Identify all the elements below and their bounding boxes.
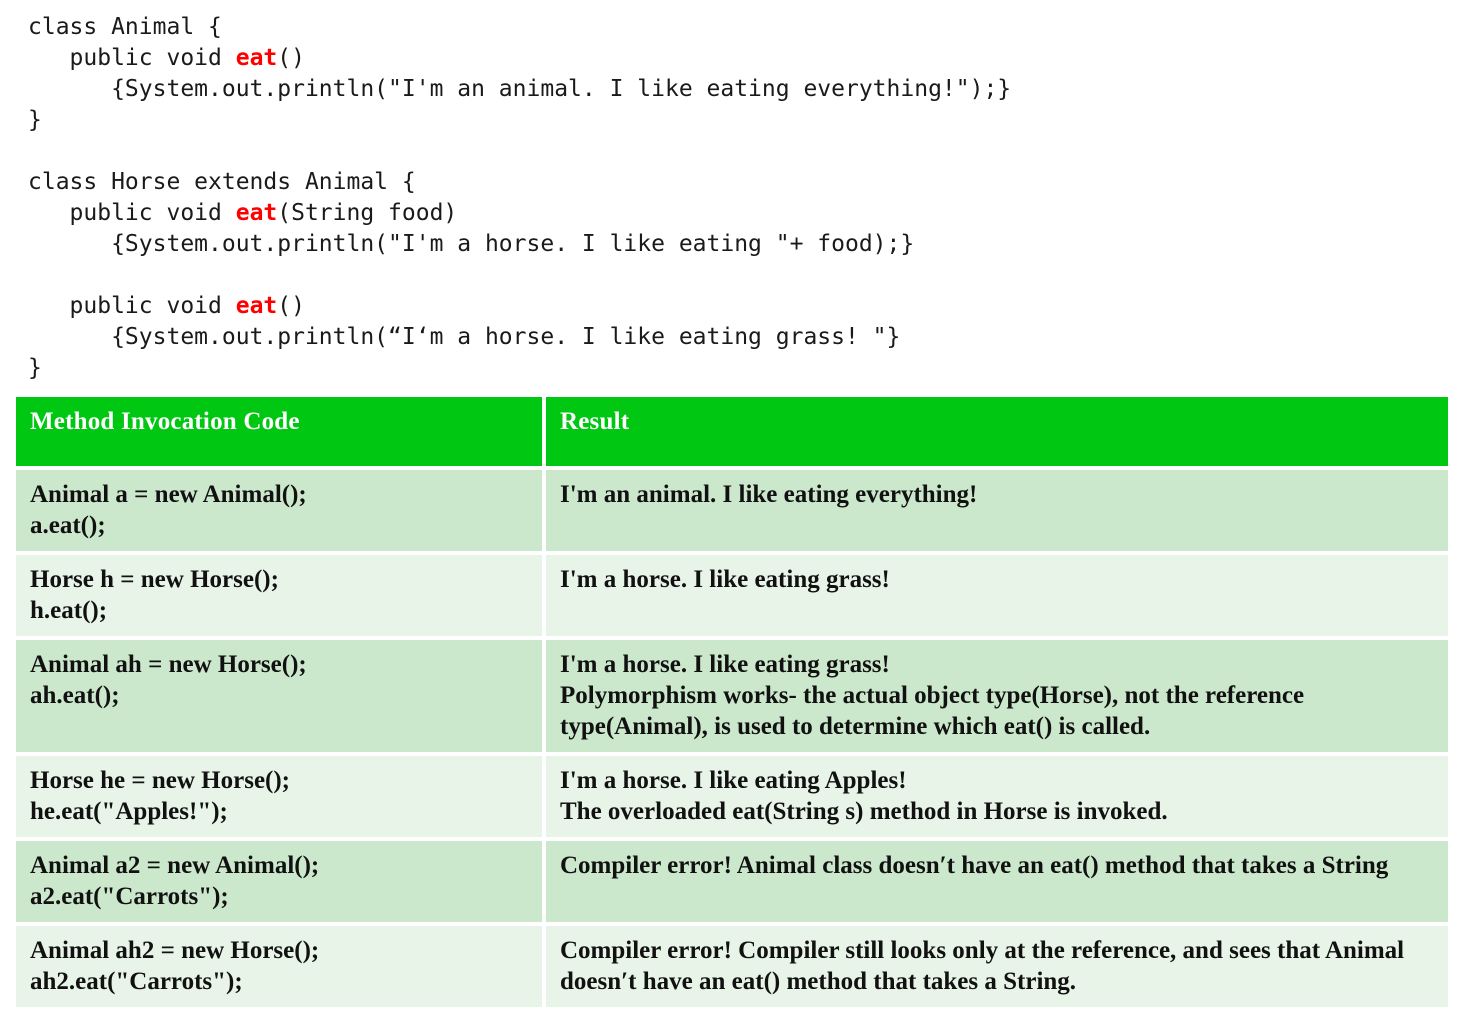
- cell-method-invocation-code: Animal ah = new Horse(); ah.eat();: [16, 640, 542, 752]
- code-cell-line: Horse he = new Horse();: [30, 767, 291, 794]
- result-cell-line: I'm a horse. I like eating Apples!: [560, 767, 907, 794]
- code-text: class Horse extends Animal {: [28, 169, 416, 195]
- code-line: {System.out.println("I'm a horse. I like…: [28, 229, 1479, 260]
- table-row: Animal ah = new Horse(); ah.eat(); I'm a h…: [16, 640, 1448, 752]
- code-line: public void eat(): [28, 291, 1479, 322]
- code-text: public void: [28, 45, 236, 71]
- result-cell-line: Compiler error! Animal class doesn′t hav…: [560, 852, 1389, 879]
- cell-result: Compiler error! Animal class doesn′t hav…: [546, 841, 1448, 922]
- code-text: public void: [28, 293, 236, 319]
- code-cell-line: Animal a2 = new Animal();: [30, 852, 320, 879]
- cell-result: I'm a horse. I like eating grass!: [546, 555, 1448, 636]
- code-line: public void eat(String food): [28, 198, 1479, 229]
- code-cell-line: ah.eat();: [30, 682, 120, 709]
- table-header-row: Method Invocation Code Result: [16, 397, 1448, 466]
- code-cell-line: ah2.eat("Carrots");: [30, 968, 243, 995]
- code-blank-line: [28, 136, 1479, 167]
- code-text: public void: [28, 200, 236, 226]
- code-text: (String food): [277, 200, 458, 226]
- code-cell-line: a2.eat("Carrots");: [30, 883, 229, 910]
- table-row: Horse he = new Horse(); he.eat("Apples!")…: [16, 756, 1448, 837]
- code-line: }: [28, 353, 1479, 384]
- code-text: (): [277, 293, 305, 319]
- code-text: }: [28, 355, 42, 381]
- java-code-block: class Animal { public void eat() {System…: [0, 0, 1479, 384]
- cell-result: I'm a horse. I like eating grass! Polymor…: [546, 640, 1448, 752]
- code-text: {System.out.println(“I‘m a horse. I like…: [28, 324, 901, 350]
- code-keyword-eat: eat: [235, 293, 278, 319]
- code-line: {System.out.println(“I‘m a horse. I like…: [28, 322, 1479, 353]
- result-cell-line: Compiler error! Compiler still looks onl…: [560, 937, 1411, 995]
- cell-method-invocation-code: Horse h = new Horse(); h.eat();: [16, 555, 542, 636]
- code-line: }: [28, 105, 1479, 136]
- cell-result: I'm a horse. I like eating Apples! The ov…: [546, 756, 1448, 837]
- table-header: Method Invocation Code Result: [16, 397, 1448, 466]
- table-row: Horse h = new Horse(); h.eat(); I'm a hors…: [16, 555, 1448, 636]
- table-row: Animal a = new Animal(); a.eat(); I'm an a…: [16, 470, 1448, 551]
- result-cell-line: I'm a horse. I like eating grass!: [560, 566, 890, 593]
- table-body: Animal a = new Animal(); a.eat(); I'm an a…: [16, 470, 1448, 1007]
- code-text: (): [277, 45, 305, 71]
- code-text: {System.out.println("I'm an animal. I li…: [28, 76, 1012, 102]
- method-invocation-table: Method Invocation Code Result Animal a =…: [12, 393, 1452, 1011]
- code-cell-line: h.eat();: [30, 597, 108, 624]
- cell-method-invocation-code: Animal a = new Animal(); a.eat();: [16, 470, 542, 551]
- code-cell-line: Animal ah2 = new Horse();: [30, 937, 320, 964]
- cell-method-invocation-code: Animal a2 = new Animal(); a2.eat("Carrots…: [16, 841, 542, 922]
- code-line: class Horse extends Animal {: [28, 167, 1479, 198]
- code-cell-line: Animal ah = new Horse();: [30, 651, 307, 678]
- result-cell-line: I'm an animal. I like eating everything!: [560, 481, 978, 508]
- code-text: {System.out.println("I'm a horse. I like…: [28, 231, 915, 257]
- code-cell-line: he.eat("Apples!");: [30, 798, 228, 825]
- code-line: public void eat(): [28, 43, 1479, 74]
- table-row: Animal a2 = new Animal(); a2.eat("Carrots…: [16, 841, 1448, 922]
- result-cell-line: Polymorphism works- the actual object ty…: [560, 682, 1311, 740]
- code-blank-line: [28, 260, 1479, 291]
- code-keyword-eat: eat: [235, 45, 278, 71]
- cell-result: Compiler error! Compiler still looks onl…: [546, 926, 1448, 1007]
- code-cell-line: a.eat();: [30, 512, 106, 539]
- code-line: {System.out.println("I'm an animal. I li…: [28, 74, 1479, 105]
- column-header-method-invocation-code: Method Invocation Code: [16, 397, 542, 466]
- code-text: }: [28, 107, 42, 133]
- cell-method-invocation-code: Horse he = new Horse(); he.eat("Apples!")…: [16, 756, 542, 837]
- cell-result: I'm an animal. I like eating everything!: [546, 470, 1448, 551]
- result-cell-line: I'm a horse. I like eating grass!: [560, 651, 890, 678]
- code-cell-line: Animal a = new Animal();: [30, 481, 307, 508]
- column-header-result: Result: [546, 397, 1448, 466]
- result-cell-line: The overloaded eat(String s) method in H…: [560, 798, 1168, 825]
- code-line: class Animal {: [28, 12, 1479, 43]
- code-text: class Animal {: [28, 14, 222, 40]
- cell-method-invocation-code: Animal ah2 = new Horse(); ah2.eat("Carrot…: [16, 926, 542, 1007]
- code-cell-line: Horse h = new Horse();: [30, 566, 279, 593]
- table-row: Animal ah2 = new Horse(); ah2.eat("Carrot…: [16, 926, 1448, 1007]
- code-keyword-eat: eat: [235, 200, 278, 226]
